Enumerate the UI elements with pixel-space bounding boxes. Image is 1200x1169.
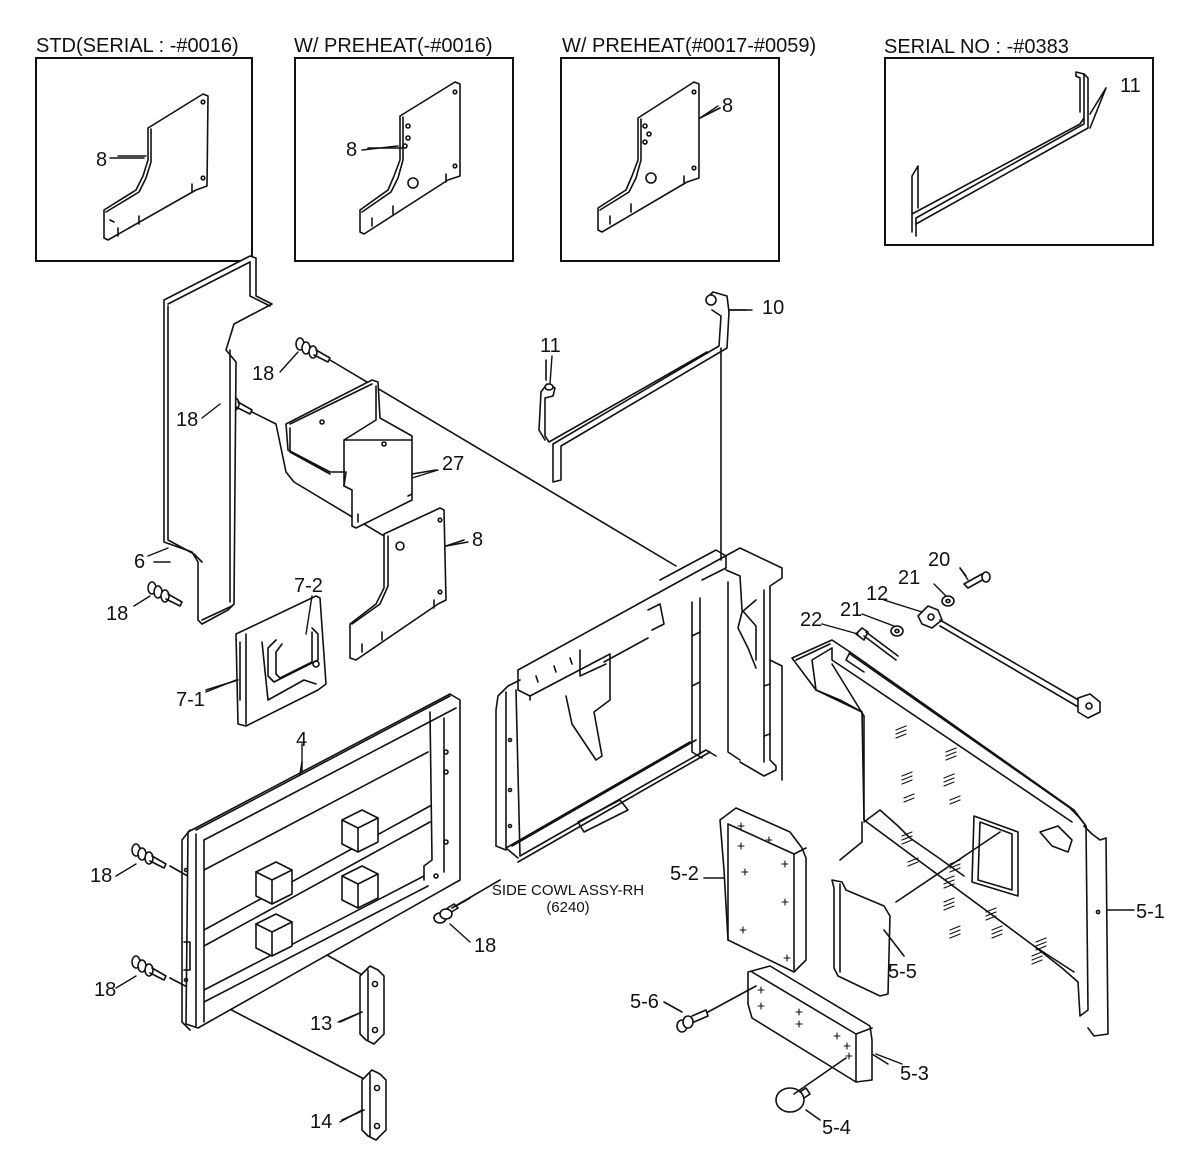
part-5-4-clip: [776, 1058, 846, 1120]
part-11-rod: [539, 352, 707, 442]
part-label-11: 11: [540, 335, 561, 357]
part-label-6: 6: [134, 551, 146, 573]
bolt-18-center: [434, 880, 500, 923]
inset-serial-part-label: 11: [1120, 75, 1141, 97]
part-label-22: 22: [800, 609, 823, 631]
part-20-pin: [960, 568, 990, 588]
part-label-20: 20: [928, 549, 951, 571]
part-label-18-mid: 18: [106, 603, 129, 625]
part-label-12: 12: [866, 583, 889, 605]
part-5-2-pad: [704, 808, 806, 972]
part-label-13: 13: [310, 1013, 333, 1035]
part-label-8: 8: [472, 529, 484, 551]
part-label-5-1: 5-1: [1136, 901, 1165, 923]
leader-lines: [116, 106, 1134, 1122]
part-5-1-side-panel: [792, 640, 1108, 1036]
part-14-bracket: [342, 1070, 386, 1140]
part-label-5-3: 5-3: [900, 1063, 929, 1085]
part-22-cotter-pin: [856, 628, 898, 660]
part-label-21-lower: 21: [840, 599, 863, 621]
part-6-bracket: [154, 256, 272, 624]
part-label-18-left-2: 18: [94, 979, 117, 1001]
part-label-18-left-1: 18: [90, 865, 113, 887]
part-10-rod: [553, 292, 746, 560]
part-label-21-upper: 21: [898, 567, 921, 589]
part-label-18-top-1: 18: [252, 363, 275, 385]
inset-preheat-mid-bracket-drawing: [598, 82, 720, 232]
inset-title-preheat-mid: W/ PREHEAT(#0017-#0059): [562, 35, 817, 57]
inset-title-serial: SERIAL NO : -#0383: [884, 36, 1069, 58]
part-label-27: 27: [442, 453, 465, 475]
part-label-5-4: 5-4: [822, 1117, 851, 1139]
inset-box-preheat-mid: [560, 57, 780, 262]
inset-serial-rod-drawing: [912, 72, 1106, 236]
central-frame: [496, 548, 782, 862]
inset-preheat-early-part-label: 8: [346, 139, 358, 161]
part-5-3-pad: [748, 966, 888, 1082]
inset-title-std: STD(SERIAL : -#0016): [36, 35, 239, 57]
inset-std-part-label: 8: [96, 149, 108, 171]
inset-box-serial: [884, 57, 1154, 246]
part-label-5-5: 5-5: [888, 961, 917, 983]
part-8-plate: [350, 508, 464, 660]
part-label-10: 10: [762, 297, 785, 319]
bolt-18-mid: [148, 582, 182, 606]
part-label-7-2: 7-2: [294, 575, 323, 597]
bolt-18-top-1: [296, 338, 676, 566]
part-21-washer-lower: [891, 626, 903, 636]
part-12-stay-rod: [918, 606, 1100, 718]
part-label-5-2: 5-2: [670, 863, 699, 885]
inset-preheat-mid-part-label: 8: [722, 95, 734, 117]
inset-box-preheat-early: [294, 57, 514, 262]
inset-preheat-early-bracket-drawing: [360, 82, 460, 234]
inset-box-std: [35, 57, 253, 262]
inset-title-preheat-early: W/ PREHEAT(-#0016): [294, 35, 493, 57]
part-label-18-center: 18: [474, 935, 497, 957]
part-27-bracket: [286, 380, 436, 528]
part-label-18-top-2: 18: [176, 409, 199, 431]
part-label-5-6: 5-6: [630, 991, 659, 1013]
side-cowl-assy-label: SIDE COWL ASSY-RH (6240): [478, 882, 658, 917]
inset-std-bracket-drawing: [104, 94, 208, 240]
part-5-5-pad: [832, 880, 904, 996]
part-4-frame: [182, 694, 460, 1030]
part-label-14: 14: [310, 1111, 333, 1133]
side-cowl-assy-name: SIDE COWL ASSY-RH: [491, 882, 645, 899]
part-label-7-1: 7-1: [176, 689, 205, 711]
side-cowl-assy-code: (6240): [546, 899, 590, 917]
part-13-bracket: [340, 966, 384, 1044]
part-7-1-plate: [206, 596, 326, 726]
part-7-2-clip: [268, 628, 318, 682]
part-21-washer-upper: [942, 596, 954, 606]
part-label-4: 4: [296, 729, 308, 751]
part-5-6-bolt: [664, 986, 756, 1032]
